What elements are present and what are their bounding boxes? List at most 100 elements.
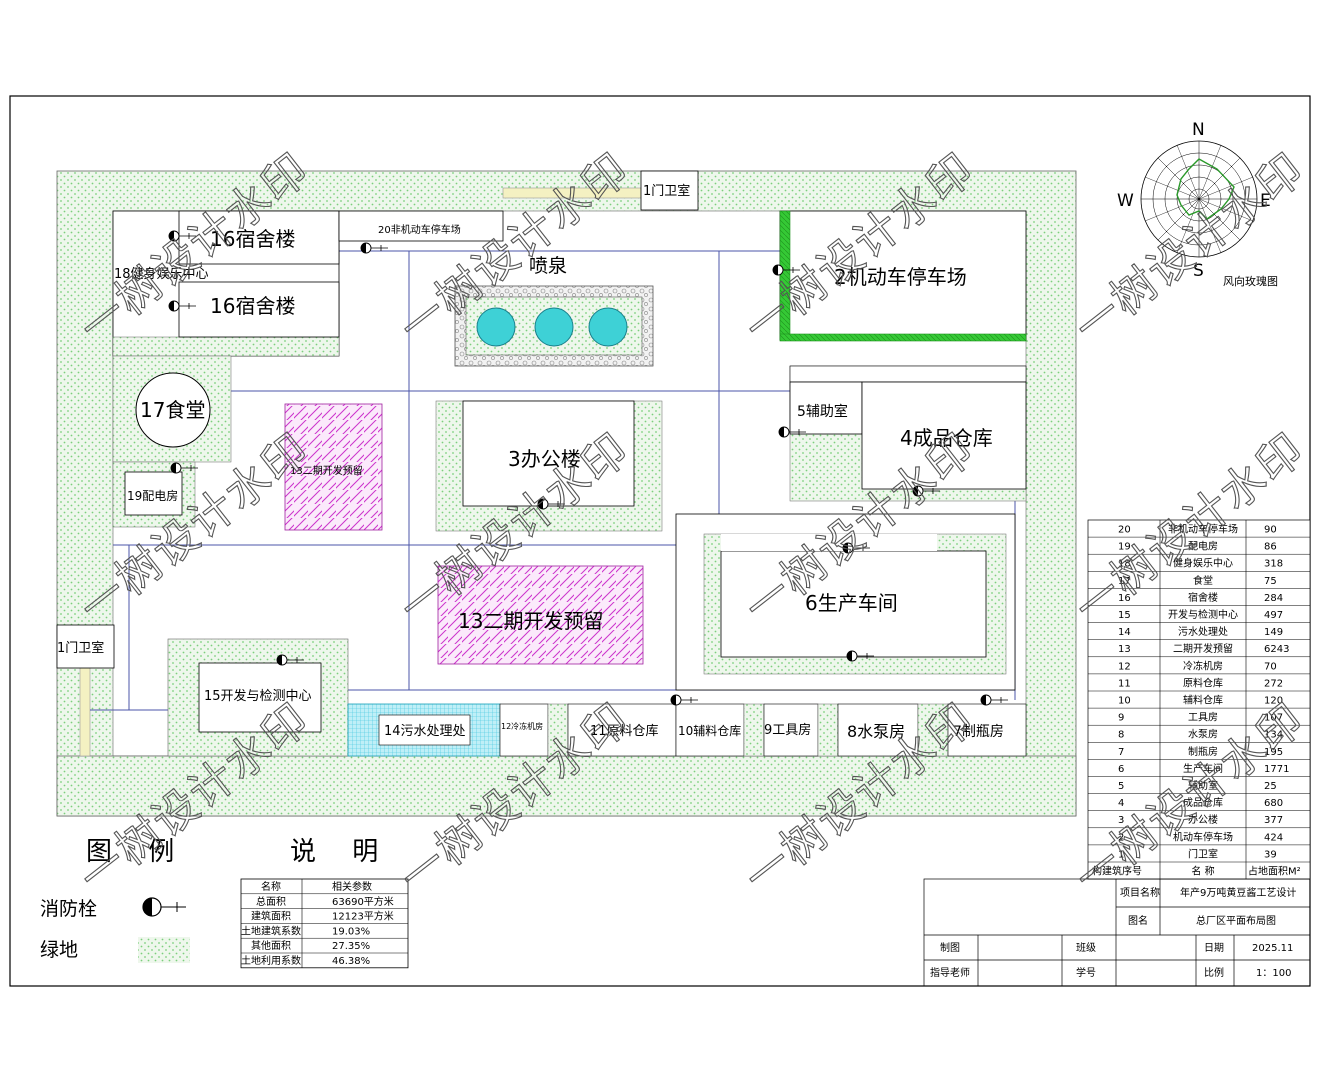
notes-cell-name: 土地建筑系数 bbox=[241, 924, 301, 937]
scale-value: 1：100 bbox=[1256, 968, 1291, 979]
compass-e: E bbox=[1260, 191, 1271, 211]
legend-title: 图 例 bbox=[86, 837, 188, 867]
compass-n: N bbox=[1192, 120, 1205, 140]
table-cell-name: 水泵房 bbox=[1188, 728, 1218, 741]
sewage-label: 14污水处理处 bbox=[384, 724, 466, 739]
table-cell-name: 二期开发预留 bbox=[1173, 642, 1233, 655]
notes-cell-name: 名称 bbox=[261, 880, 281, 893]
table-cell-no: 15 bbox=[1118, 610, 1131, 621]
fire-hydrant-icon bbox=[846, 650, 874, 662]
notes-cell-value: 63690平方米 bbox=[332, 895, 394, 908]
project-name-label: 项目名称 bbox=[1120, 886, 1160, 899]
wind-rose-caption: 风向玫瑰图 bbox=[1223, 274, 1278, 288]
table-cell-name: 原料仓库 bbox=[1183, 676, 1223, 689]
legend-hydrant-label: 消防栓 bbox=[40, 898, 97, 920]
date-value: 2025.11 bbox=[1252, 943, 1293, 954]
table-cell-area: 134 bbox=[1264, 730, 1283, 741]
notes-cell-value: 27.35% bbox=[332, 941, 370, 952]
fire-hydrant-icon bbox=[537, 498, 565, 510]
notes-cell-value: 19.03% bbox=[332, 926, 370, 937]
rnd-center-label: 15开发与检测中心 bbox=[204, 688, 312, 704]
table-cell-no: 7 bbox=[1118, 747, 1124, 758]
table-cell-no: 10 bbox=[1118, 696, 1131, 707]
table-cell-name: 非机动车停车场 bbox=[1168, 523, 1238, 536]
table-cell-area: 680 bbox=[1264, 798, 1283, 809]
table-cell-no: 4 bbox=[1118, 798, 1124, 809]
fire-hydrant-icon bbox=[168, 230, 196, 242]
table-cell-area: 195 bbox=[1264, 747, 1283, 758]
table-cell-no: 12 bbox=[1118, 661, 1131, 672]
table-cell-no: 3 bbox=[1118, 815, 1124, 826]
gatehouse-west bbox=[56, 624, 115, 669]
fountain-label: 喷泉 bbox=[529, 255, 567, 277]
table-cell-no: 16 bbox=[1118, 593, 1131, 604]
table-cell-area: 497 bbox=[1264, 610, 1283, 621]
notes-title: 说 明 bbox=[290, 837, 392, 867]
table-cell-name: 机动车停车场 bbox=[1173, 830, 1233, 843]
fire-hydrant-icon bbox=[276, 654, 304, 666]
table-cell-area: 424 bbox=[1264, 832, 1283, 843]
canteen-label: 17食堂 bbox=[140, 398, 205, 422]
fire-hydrant-icon bbox=[778, 426, 806, 438]
reserved-area-large-label: 13二期开发预留 bbox=[458, 609, 603, 633]
notes-cell-value: 46.38% bbox=[332, 956, 370, 967]
rnd-center bbox=[167, 638, 349, 757]
table-cell-name: 健身娱乐中心 bbox=[1173, 557, 1233, 570]
legend-green-swatch bbox=[138, 937, 190, 963]
fire-hydrant-icon bbox=[772, 264, 800, 276]
gatehouse-north-label: 1门卫室 bbox=[643, 183, 690, 199]
legend-hydrant-icon bbox=[142, 897, 186, 917]
table-cell-no: 2 bbox=[1118, 832, 1124, 843]
reserved-area-large bbox=[437, 565, 644, 665]
table-cell-name: 生产车间 bbox=[1183, 762, 1223, 775]
office-building-label: 3办公楼 bbox=[508, 447, 581, 471]
fire-hydrant-icon bbox=[842, 542, 870, 554]
table-cell-name: 食堂 bbox=[1193, 574, 1213, 587]
fire-hydrant-icon bbox=[168, 300, 196, 312]
table-cell-no: 1 bbox=[1118, 849, 1124, 860]
fountain bbox=[454, 285, 654, 367]
production-workshop bbox=[675, 513, 1016, 691]
table-cell-name: 污水处理处 bbox=[1178, 626, 1228, 638]
table-cell-name: 配电房 bbox=[1188, 540, 1218, 553]
compass-s: S bbox=[1193, 261, 1204, 281]
table-cell-name: 工具房 bbox=[1188, 711, 1218, 724]
table-cell-area: 107 bbox=[1264, 713, 1283, 724]
table-cell-no: 9 bbox=[1118, 713, 1124, 724]
table-cell-no: 6 bbox=[1118, 764, 1124, 775]
fire-hydrants bbox=[168, 230, 1008, 706]
vehicle-parking-label: 2机动车停车场 bbox=[834, 265, 967, 289]
table-cell-no: 14 bbox=[1118, 627, 1131, 638]
table-cell-no: 17 bbox=[1118, 576, 1131, 587]
table-cell-no: 13 bbox=[1118, 644, 1131, 655]
table-cell-area: 86 bbox=[1264, 542, 1277, 553]
table-cell-area: 6243 bbox=[1264, 644, 1289, 655]
drafter-label: 制图 bbox=[940, 941, 960, 954]
wind-rose bbox=[1140, 140, 1258, 258]
notes-cell-name: 总面积 bbox=[256, 895, 286, 908]
fitness-center-label: 18健身娱乐中心 bbox=[114, 266, 209, 282]
table-cell-no: 8 bbox=[1118, 730, 1124, 741]
table-cell-no: 19 bbox=[1118, 542, 1131, 553]
bottom-row-buildings bbox=[347, 703, 1027, 757]
notes-cell-name: 其他面积 bbox=[251, 939, 291, 952]
table-cell-area: 377 bbox=[1264, 815, 1283, 826]
fire-hydrant-icon bbox=[360, 242, 388, 254]
reserved-area-small-label: 13二期开发预留 bbox=[290, 464, 363, 477]
auxiliary-room-label: 5辅助室 bbox=[797, 403, 848, 420]
table-cell-area: 272 bbox=[1264, 678, 1283, 689]
scale-label: 比例 bbox=[1204, 966, 1224, 979]
table-cell-no: 18 bbox=[1118, 559, 1131, 570]
drawing-name-label: 图名 bbox=[1128, 914, 1148, 927]
table-cell-area: 149 bbox=[1264, 627, 1283, 638]
bottling-room-label: 7制瓶房 bbox=[953, 724, 1004, 740]
title-block bbox=[923, 878, 1311, 987]
compass-w: W bbox=[1117, 191, 1134, 211]
gatehouse-west-label: 1门卫室 bbox=[57, 640, 104, 656]
class-label: 班级 bbox=[1076, 942, 1096, 954]
table-cell-no: 20 bbox=[1118, 525, 1131, 536]
gatehouse-north bbox=[640, 170, 699, 211]
power-room-label: 19配电房 bbox=[127, 488, 178, 503]
notes-cell-name: 建筑面积 bbox=[251, 910, 291, 923]
table-cell-name: 辅料仓库 bbox=[1183, 694, 1223, 707]
